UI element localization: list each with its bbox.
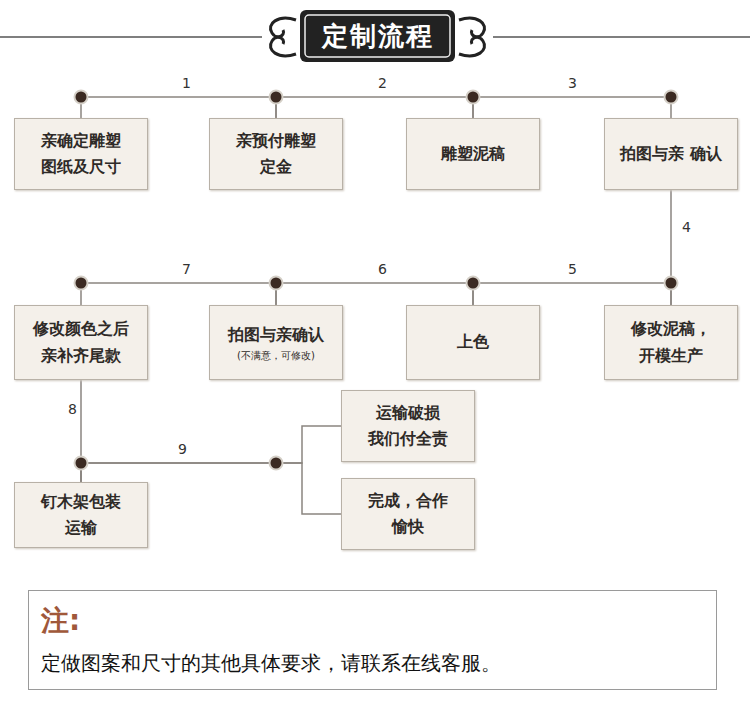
process-box: 拍图与亲确认(不满意，可修改) xyxy=(209,305,343,380)
box-label: 运输破损 我们付全责 xyxy=(350,400,466,453)
process-box: 雕塑泥稿 xyxy=(406,118,540,190)
note-heading: 注: xyxy=(41,604,80,638)
step-number: 9 xyxy=(176,441,189,458)
box-note: (不满意，可修改) xyxy=(237,349,315,363)
junction-dot xyxy=(665,91,678,104)
process-box: 上色 xyxy=(406,305,540,380)
junction-dot xyxy=(270,277,283,290)
box-label: 修改颜色之后 亲补齐尾款 xyxy=(23,316,139,369)
step-number: 8 xyxy=(66,401,79,418)
box-label: 完成，合作 愉快 xyxy=(350,488,466,541)
process-box: 拍图与亲 确认 xyxy=(604,118,738,190)
junction-dot xyxy=(75,91,88,104)
process-box: 亲预付雕塑 定金 xyxy=(209,118,343,190)
box-label: 拍图与亲确认 xyxy=(228,322,324,348)
junction-dot xyxy=(270,91,283,104)
step-number: 3 xyxy=(566,75,579,92)
connector-line xyxy=(473,97,671,118)
junction-dot xyxy=(75,457,88,470)
junction-dots xyxy=(75,91,678,470)
box-label: 上色 xyxy=(457,329,489,355)
box-label: 拍图与亲 确认 xyxy=(620,141,722,167)
connector-line xyxy=(81,97,276,118)
note-body: 定做图案和尺寸的其他具体要求，请联系在线客服。 xyxy=(41,650,501,676)
junction-dot xyxy=(75,277,88,290)
box-label: 修改泥稿， 开模生产 xyxy=(613,316,729,369)
step-number: 6 xyxy=(376,261,389,278)
junction-dot xyxy=(467,91,480,104)
note-box: 注: 定做图案和尺寸的其他具体要求，请联系在线客服。 xyxy=(28,590,717,690)
banner-rule xyxy=(0,36,262,38)
box-label: 雕塑泥稿 xyxy=(441,141,505,167)
process-box: 亲确定雕塑 图纸及尺寸 xyxy=(14,118,148,190)
process-box: 钉木架包装 运输 xyxy=(14,482,148,548)
connector-line xyxy=(276,283,473,305)
junction-dot xyxy=(665,277,678,290)
junction-dot xyxy=(467,277,480,290)
step-number: 2 xyxy=(376,75,389,92)
step-number: 5 xyxy=(566,261,579,278)
connector-line xyxy=(276,97,473,118)
box-label: 亲确定雕塑 图纸及尺寸 xyxy=(23,128,139,181)
process-box: 修改颜色之后 亲补齐尾款 xyxy=(14,305,148,380)
process-box: 完成，合作 愉快 xyxy=(341,478,475,550)
box-label: 亲预付雕塑 定金 xyxy=(218,128,334,181)
banner-plate xyxy=(300,10,455,62)
process-box: 运输破损 我们付全责 xyxy=(341,390,475,462)
junction-dot xyxy=(270,457,283,470)
title-text: 定制流程 xyxy=(300,10,455,62)
step-number: 4 xyxy=(680,219,693,236)
connector-line xyxy=(81,283,276,305)
process-box: 修改泥稿， 开模生产 xyxy=(604,305,738,380)
connector-line xyxy=(473,283,671,305)
step-number: 1 xyxy=(180,75,193,92)
banner-rule xyxy=(493,36,750,38)
box-label: 钉木架包装 运输 xyxy=(23,489,139,542)
step-number: 7 xyxy=(180,261,193,278)
